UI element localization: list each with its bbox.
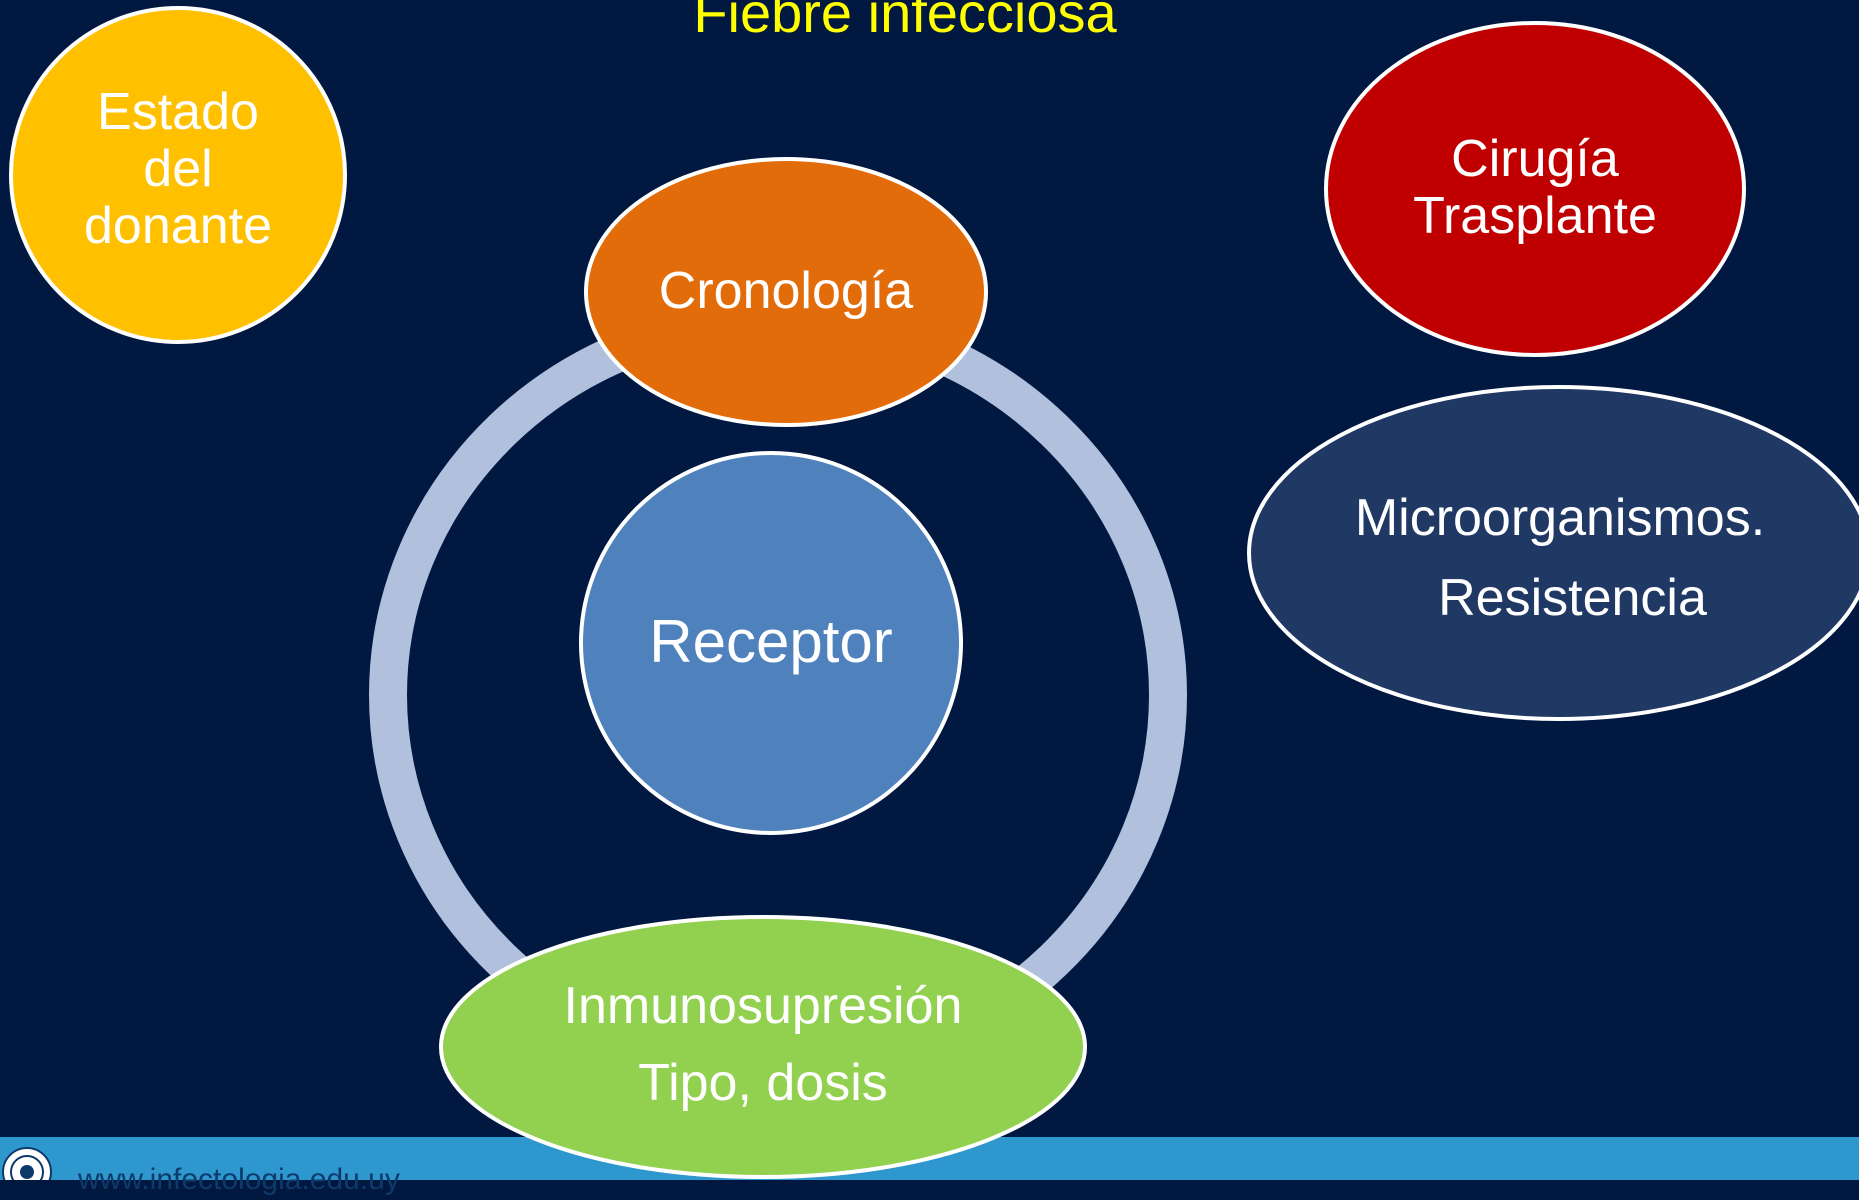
surgery-line-2: Trasplante <box>1413 187 1657 245</box>
surgery-label: Cirugía Trasplante <box>1385 131 1685 245</box>
donor-state-line-2: del <box>143 140 213 198</box>
receptor-label: Receptor <box>649 608 893 675</box>
chronology-ellipse <box>584 157 988 427</box>
footer-url-link[interactable]: www.infectologia.edu.uy <box>78 1163 400 1196</box>
microorganisms-ellipse <box>1247 385 1859 721</box>
immunosuppression-label: Inmunosupresión Tipo, dosis <box>463 968 1063 1122</box>
donor-state-circle <box>9 6 347 344</box>
microorganisms-line-2: Resistencia <box>1438 569 1707 627</box>
surgery-line-1: Cirugía <box>1451 130 1619 188</box>
chronology-label: Cronología <box>658 262 914 320</box>
surgery-ellipse <box>1324 21 1746 357</box>
immunosuppression-line-1: Inmunosupresión <box>563 977 963 1035</box>
donor-state-line-1: Estado <box>97 83 259 141</box>
donor-state-label: Estado del donante <box>28 84 328 255</box>
university-seal-icon <box>2 1147 52 1180</box>
microorganisms-label: Microorganismos. Resistencia <box>1290 478 1830 638</box>
slide-title: Fiebre infecciosa <box>693 0 1117 44</box>
microorganisms-line-1: Microorganismos. <box>1354 489 1766 547</box>
immunosuppression-ellipse <box>439 915 1087 1179</box>
receptor-circle <box>579 451 963 835</box>
immunosuppression-line-2: Tipo, dosis <box>638 1054 888 1112</box>
donor-state-line-3: donante <box>84 197 272 255</box>
